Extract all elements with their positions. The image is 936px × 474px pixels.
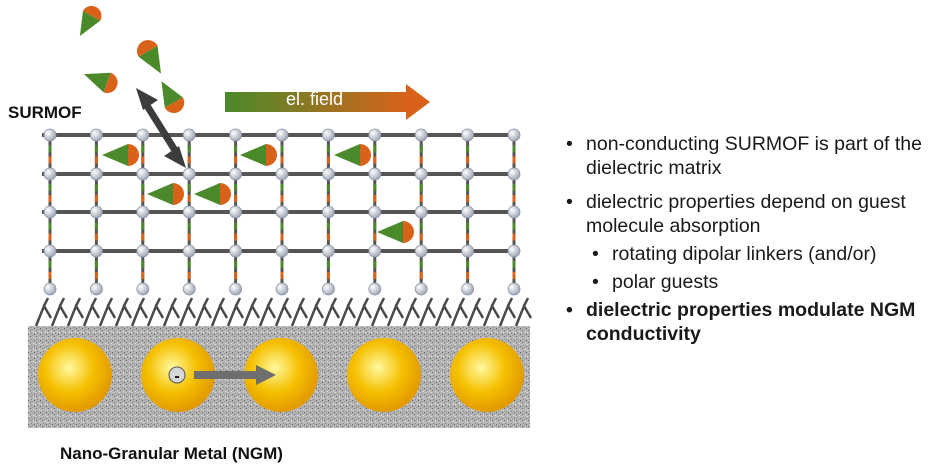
- surmof-grid: [42, 128, 521, 296]
- anchor-layer: [34, 297, 533, 327]
- surmof-label: SURMOF: [8, 103, 82, 122]
- field-label: el. field: [286, 89, 344, 109]
- dipole-guest-icon: [377, 221, 414, 243]
- dipole-guest-icon: [102, 144, 139, 166]
- dipole-guest-icon: [161, 81, 185, 113]
- dipole-guest-icon: [147, 183, 184, 205]
- ngm-label: Nano-Granular Metal (NGM): [60, 444, 283, 463]
- dipole-guest-icon: [79, 5, 102, 37]
- bullet-item: non-conducting SURMOF is part of the die…: [562, 132, 932, 180]
- free-guests: [79, 5, 185, 113]
- gold-nanoparticles: [38, 338, 524, 412]
- field-arrow-icon: [225, 84, 430, 120]
- electron-icon: [168, 366, 186, 384]
- bullet-list: non-conducting SURMOF is part of the die…: [562, 132, 932, 356]
- gold-particle: [244, 338, 318, 412]
- bullet-subitem: rotating dipolar linkers (and/or): [588, 242, 932, 266]
- bullet-item: dielectric properties depend on guest mo…: [562, 190, 932, 238]
- gold-particle: [450, 338, 524, 412]
- dipole-guest-icon: [194, 183, 231, 205]
- dipole-guest-icon: [240, 144, 277, 166]
- dipole-guest-icon: [137, 40, 161, 74]
- bullet-item-bold: dielectric properties modulate NGM condu…: [562, 298, 932, 346]
- guest-molecules: [102, 144, 414, 243]
- surmof-ngm-diagram: -: [28, 5, 533, 428]
- dipole-guest-icon: [334, 144, 371, 166]
- double-arrow-icon: [136, 88, 186, 168]
- gold-particle: [38, 338, 112, 412]
- dipole-guest-icon: [83, 72, 118, 93]
- electron-charge: -: [174, 368, 179, 385]
- gold-particle: [347, 338, 421, 412]
- hopping-arrow-icon: [256, 365, 276, 385]
- bullet-subitem: polar guests: [588, 270, 932, 294]
